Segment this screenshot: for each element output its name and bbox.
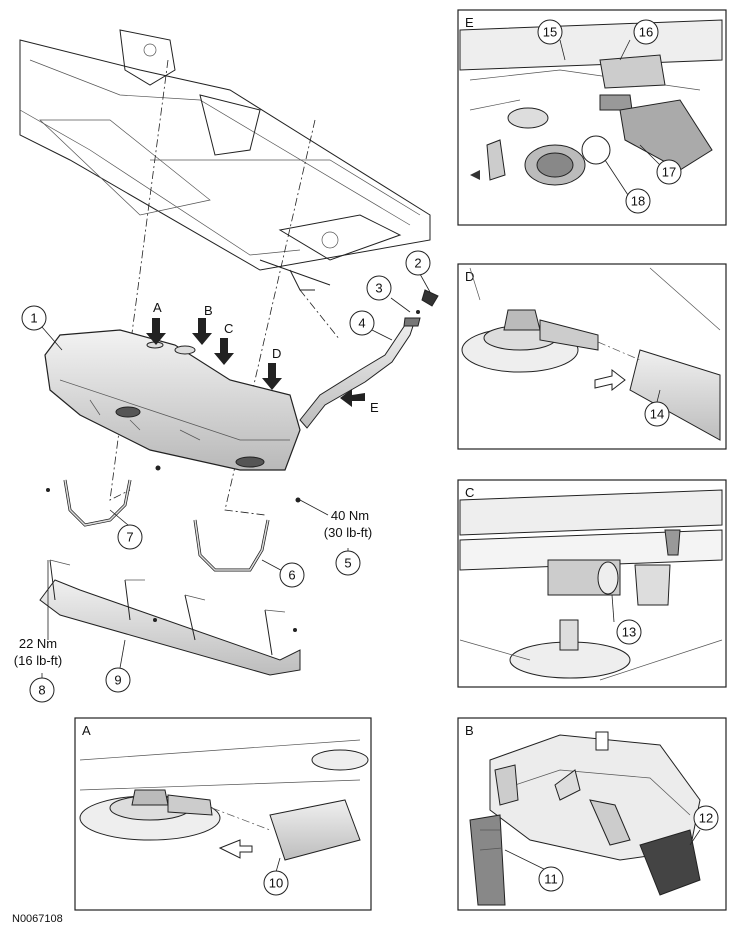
svg-text:4: 4: [358, 316, 365, 331]
svg-text:D: D: [465, 269, 474, 284]
callout-15: 15: [537, 19, 563, 45]
callout-18: 18: [625, 188, 651, 214]
detail-panel-a: A 10: [74, 717, 372, 911]
svg-text:8: 8: [38, 683, 45, 698]
fuel-tank-strap-rear: [46, 479, 132, 527]
svg-text:7: 7: [126, 530, 133, 545]
torque-crossmember-lbft: (16 lb-ft): [14, 653, 62, 668]
callout-8: 8: [29, 677, 55, 703]
callout-3: 3: [366, 275, 392, 301]
callout-13: 13: [616, 619, 642, 645]
figure-id: N0067108: [12, 913, 63, 925]
callout-1: 1: [21, 305, 47, 331]
svg-text:D: D: [272, 346, 281, 361]
svg-text:18: 18: [631, 194, 645, 209]
callout-5: 5: [335, 550, 361, 576]
fuel-tank-crossmember: [39, 559, 301, 676]
svg-text:C: C: [224, 321, 233, 336]
svg-text:12: 12: [699, 811, 713, 826]
svg-text:5: 5: [344, 556, 351, 571]
view-arrow-b: B: [192, 303, 213, 345]
svg-text:10: 10: [269, 876, 283, 891]
svg-text:E: E: [370, 400, 379, 415]
svg-text:A: A: [153, 300, 162, 315]
detail-panel-d: D 14: [457, 263, 727, 450]
svg-text:A: A: [82, 723, 91, 738]
callout-10: 10: [263, 870, 289, 896]
callout-16: 16: [633, 19, 659, 45]
view-arrow-e: E: [340, 389, 379, 415]
torque-strap-nm: 40 Nm: [331, 508, 369, 523]
view-arrow-c: C: [214, 321, 234, 365]
alignment-lines: [109, 59, 341, 516]
svg-text:E: E: [465, 15, 474, 30]
view-arrow-d: D: [262, 346, 282, 390]
view-arrow-a: A: [146, 300, 166, 345]
fuel-tank: [44, 329, 301, 471]
svg-text:13: 13: [622, 625, 636, 640]
callout-4: 4: [349, 310, 375, 336]
callout-11: 11: [538, 866, 564, 892]
callout-9: 9: [105, 667, 131, 693]
torque-crossmember-nm: 22 Nm: [19, 636, 57, 651]
fuel-tank-strap-front: [155, 465, 301, 572]
callout-6: 6: [279, 562, 305, 588]
svg-text:2: 2: [414, 256, 421, 271]
svg-text:6: 6: [288, 568, 295, 583]
svg-text:14: 14: [650, 407, 664, 422]
callout-7: 7: [117, 524, 143, 550]
svg-text:B: B: [465, 723, 474, 738]
svg-text:1: 1: [30, 311, 37, 326]
svg-text:11: 11: [544, 872, 558, 887]
detail-panel-b: B 11 12: [457, 717, 727, 911]
svg-text:15: 15: [543, 25, 557, 40]
callout-14: 14: [644, 401, 670, 427]
detail-panel-e: E 15 16 17 18: [457, 9, 727, 226]
callout-2: 2: [405, 250, 431, 276]
svg-text:16: 16: [639, 25, 653, 40]
svg-text:17: 17: [662, 165, 676, 180]
torque-strap-lbft: (30 lb-ft): [324, 525, 372, 540]
svg-text:C: C: [465, 485, 474, 500]
svg-text:B: B: [204, 303, 213, 318]
detail-panel-c: C 13: [457, 479, 727, 688]
vehicle-frame: [19, 29, 431, 291]
callout-12: 12: [693, 805, 719, 831]
fuel-filler-pipe: [299, 289, 439, 429]
callout-17: 17: [656, 159, 682, 185]
svg-text:3: 3: [375, 281, 382, 296]
svg-text:9: 9: [114, 673, 121, 688]
